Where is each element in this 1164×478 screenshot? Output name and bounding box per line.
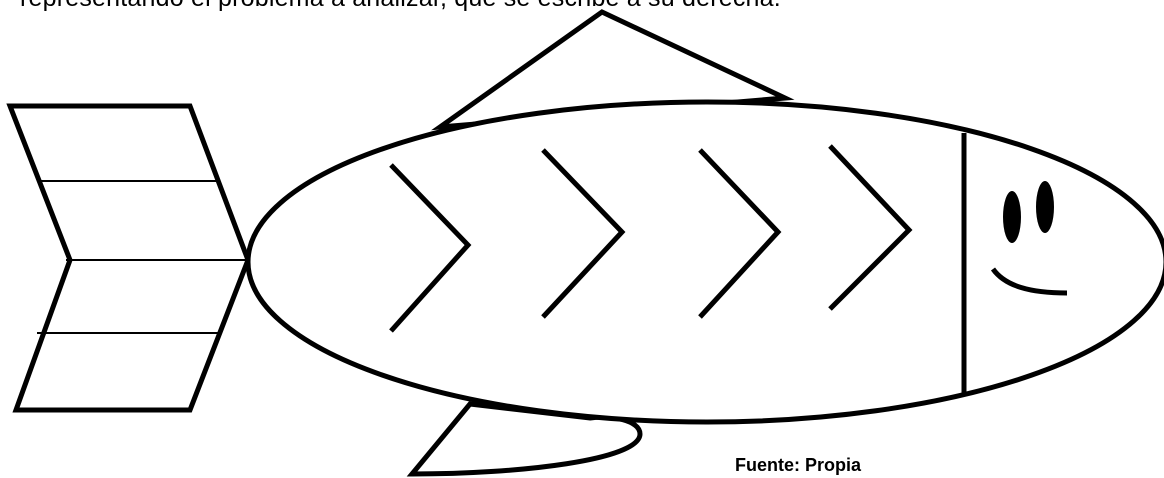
body xyxy=(248,102,1164,422)
tail xyxy=(10,106,248,410)
source-label: Fuente: Propia xyxy=(735,455,861,476)
left-eye-icon xyxy=(1003,191,1021,243)
right-eye-icon xyxy=(1036,181,1054,233)
